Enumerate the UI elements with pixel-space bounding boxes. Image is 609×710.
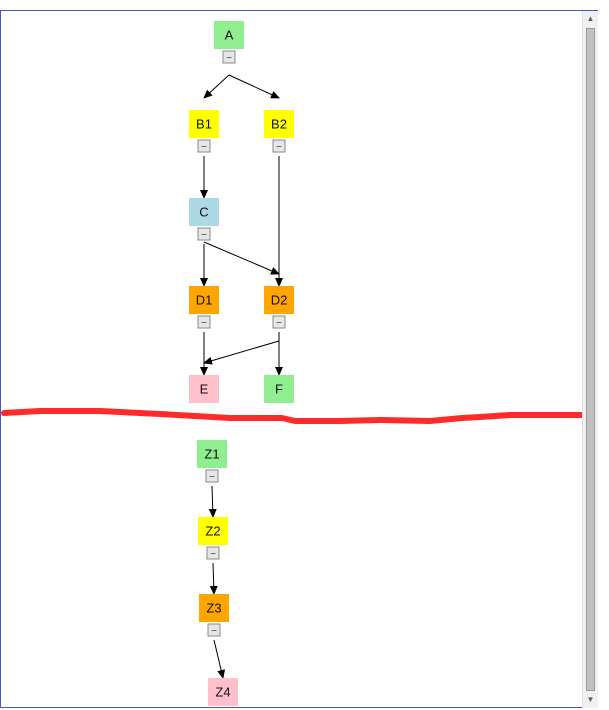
node-box[interactable] [189,110,219,138]
node-label: Z2 [205,524,220,539]
collapse-button[interactable]: − [272,139,286,153]
node-b2[interactable]: B2 − [264,110,294,153]
node-z3[interactable]: Z3 − [199,594,229,637]
edge-a-b1 [203,74,230,99]
node-d2[interactable]: D2 − [264,286,294,329]
edge-a-b2 [228,74,280,99]
collapse-button[interactable]: − [197,227,211,241]
node-z2[interactable]: Z2 − [198,517,228,560]
node-box[interactable] [197,440,227,468]
node-label: D2 [271,293,288,308]
node-c[interactable]: C− [189,198,219,241]
node-f[interactable]: F [264,375,294,403]
diagram-canvas[interactable] [0,10,598,708]
collapse-icon: − [211,626,217,637]
node-box[interactable] [189,375,219,403]
collapse-icon: − [201,230,207,241]
node-box[interactable] [264,286,294,314]
node-d1[interactable]: D1 − [189,286,219,329]
node-label: C [199,205,208,220]
node-label: F [275,382,283,397]
collapse-button[interactable]: − [197,139,211,153]
collapse-icon: − [209,472,215,483]
collapse-button[interactable]: − [272,315,286,329]
node-z1[interactable]: Z1 − [197,440,227,483]
node-label: Z1 [204,447,219,462]
collapse-icon: − [201,142,207,153]
edge-z1-z2 [208,485,217,518]
node-label: D1 [196,293,213,308]
collapse-icon: − [226,53,232,64]
node-label: E [200,382,209,397]
node-label: Z3 [206,601,221,616]
node-box[interactable] [208,678,238,706]
node-b1[interactable]: B1 − [189,110,219,153]
node-box[interactable] [189,286,219,314]
scroll-up-icon[interactable]: ▲ [586,14,595,23]
collapse-icon: − [210,549,216,560]
node-box[interactable] [189,198,219,226]
node-a[interactable]: A− [214,21,244,64]
node-box[interactable] [198,517,228,545]
node-box[interactable] [214,21,244,49]
collapse-button[interactable]: − [206,546,220,560]
collapse-button[interactable]: − [197,315,211,329]
node-box[interactable] [264,110,294,138]
node-label: Z4 [215,685,230,700]
node-label: A [225,28,234,43]
scrollbar-thumb[interactable] [586,28,595,691]
scroll-down-icon[interactable]: ▼ [586,695,595,704]
collapse-button[interactable]: − [222,50,236,64]
edge-d2-e [203,340,280,365]
red-annotation-stroke [1,408,591,424]
edge-z3-z4 [213,639,226,679]
vertical-scrollbar[interactable]: ▲ ▼ [582,11,598,708]
edge-z2-z3 [209,562,218,595]
collapse-button[interactable]: − [205,469,219,483]
node-e[interactable]: E [189,375,219,403]
collapse-icon: − [201,318,207,329]
node-box[interactable] [264,375,294,403]
node-z4[interactable]: Z4 [208,678,238,706]
node-label: B1 [196,117,212,132]
edge-c-d2 [203,241,280,275]
collapse-button[interactable]: − [207,623,221,637]
node-label: B2 [271,117,287,132]
collapse-icon: − [276,318,282,329]
collapse-icon: − [276,142,282,153]
edges [200,74,283,679]
node-box[interactable] [199,594,229,622]
